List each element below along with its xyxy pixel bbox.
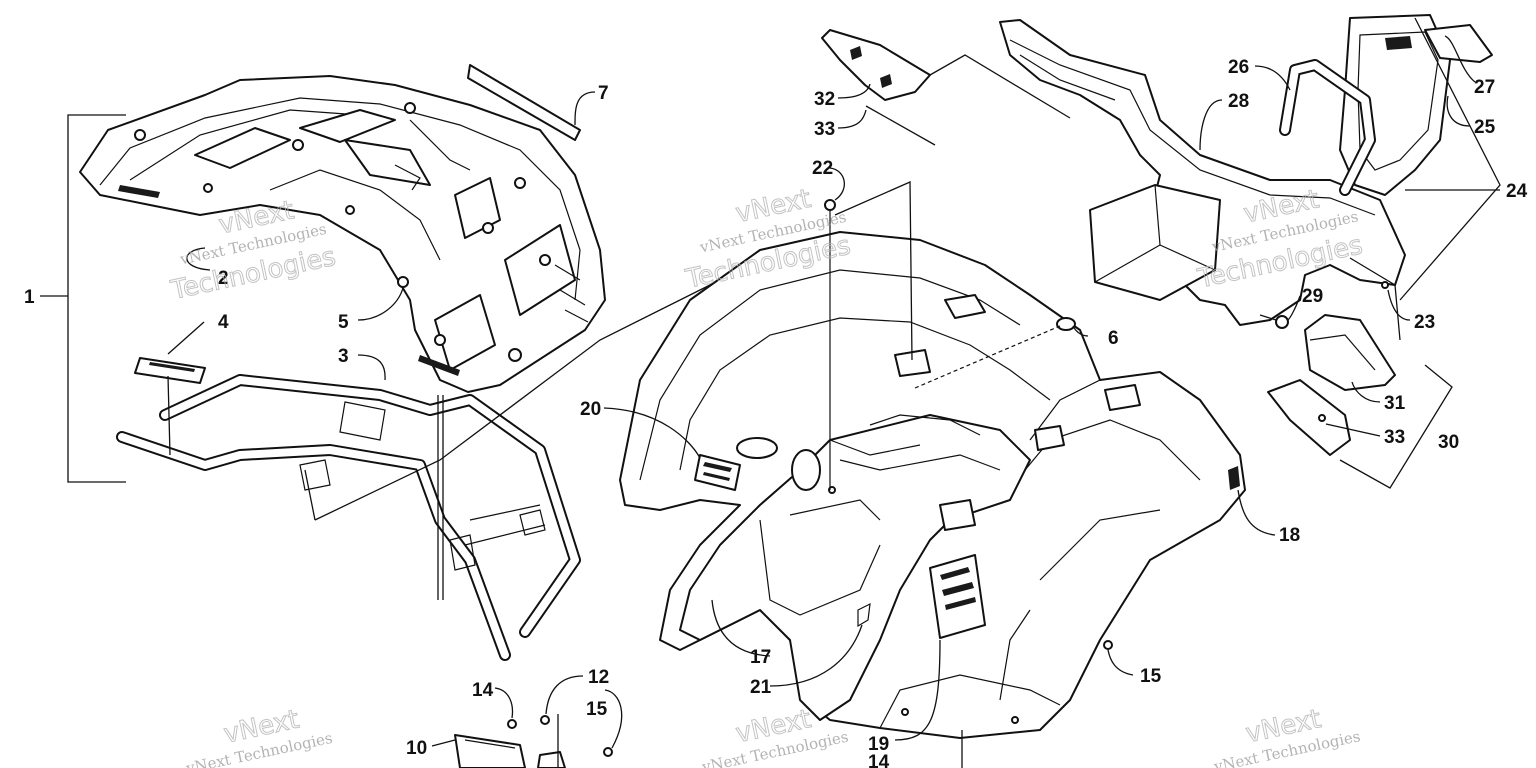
callout-3: 3 xyxy=(338,346,349,367)
callout-26: 26 xyxy=(1228,57,1249,78)
callout-27: 27 xyxy=(1474,77,1495,98)
callout-15: 15 xyxy=(586,699,608,720)
leaders-right xyxy=(1199,17,1501,489)
callout-33b: 33 xyxy=(1384,427,1405,448)
callout-14: 14 xyxy=(472,680,494,701)
callout-6: 6 xyxy=(1108,328,1119,349)
callout-4: 4 xyxy=(218,312,229,333)
callout-33: 33 xyxy=(814,119,835,140)
callout-7: 7 xyxy=(598,83,609,104)
reflector-strip-part xyxy=(467,64,581,141)
callout-24: 24 xyxy=(1506,181,1528,202)
group-bracket-1 xyxy=(40,114,126,483)
taillight-housing-part xyxy=(821,29,1071,146)
callout-31: 31 xyxy=(1384,393,1406,414)
watermark-bottom-right: vNext vNext Technologies xyxy=(1211,704,1361,768)
screw-part xyxy=(397,276,409,288)
rack-tube-part xyxy=(116,374,581,661)
callout-2: 2 xyxy=(218,268,229,289)
callout-17: 17 xyxy=(750,647,771,668)
callout-28: 28 xyxy=(1228,91,1249,112)
callout-14b: 14 xyxy=(868,752,890,768)
callout-10: 10 xyxy=(406,738,427,759)
callout-30: 30 xyxy=(1438,432,1459,453)
callout-5: 5 xyxy=(338,312,349,333)
callout-15b: 15 xyxy=(1140,666,1162,687)
storage-box-part xyxy=(999,14,1493,329)
plug-part xyxy=(824,199,1076,490)
leaders-left xyxy=(167,91,721,600)
decal-part xyxy=(134,357,206,384)
callout-23: 23 xyxy=(1414,312,1435,333)
rear-rack-part xyxy=(79,75,606,393)
callout-19: 19 xyxy=(868,734,889,755)
callout-20: 20 xyxy=(580,399,601,420)
callout-29: 29 xyxy=(1302,286,1323,307)
footrest-bracket-part xyxy=(431,675,623,768)
watermark-bottom-left: vNext vNext Technologies xyxy=(184,704,334,768)
callout-32: 32 xyxy=(814,89,835,110)
callout-labels: 1 2 3 4 5 6 7 10 12 14 15 14 15 17 18 19… xyxy=(24,57,1528,768)
callout-18: 18 xyxy=(1279,525,1300,546)
callout-1: 1 xyxy=(24,287,35,308)
callout-22: 22 xyxy=(812,158,833,179)
callout-12: 12 xyxy=(588,667,609,688)
callout-21: 21 xyxy=(750,677,772,698)
taillight-part xyxy=(1267,314,1396,456)
leaders-center xyxy=(603,167,1276,768)
callout-25: 25 xyxy=(1474,117,1496,138)
rear-fender-part xyxy=(619,231,1246,739)
